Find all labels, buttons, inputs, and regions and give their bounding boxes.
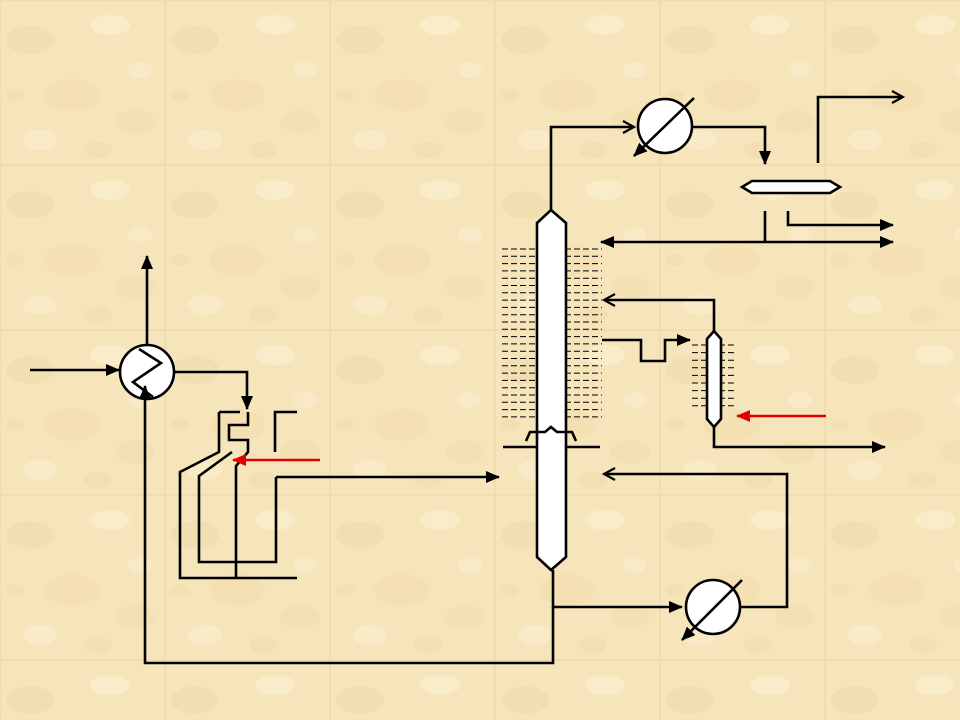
cooler-shell: [684, 578, 742, 636]
reflux-drum-icon: [739, 179, 843, 195]
side-stripper-icon: [705, 329, 723, 429]
cooler-coolant-arrow: [681, 579, 743, 641]
overhead-condenser-icon: [633, 97, 695, 157]
condenser-coolant-arrow: [633, 97, 695, 157]
column-chimney-tray: [524, 425, 578, 442]
condenser-to-drum-line: [693, 125, 771, 165]
furnace-right-wall: [273, 410, 297, 452]
distillation-column-icon: [535, 208, 568, 572]
pumparound-return-line: [604, 474, 789, 609]
column-overhead-vapor-line: [549, 127, 634, 210]
exchanger-to-furnace-line: [174, 370, 253, 410]
bottoms-recycle-line: [139, 385, 555, 665]
column-bottom-to-cooler-line: [551, 570, 683, 613]
stripper-bottom-product-line: [712, 427, 886, 453]
side-draw-seal-loop-line: [602, 334, 691, 363]
drum-vapor-outlet-line: [816, 97, 903, 163]
stripper-vapor-return-line: [604, 300, 716, 331]
furnace-inner-tube: [197, 450, 278, 564]
feed-heat-exchanger-icon: [118, 343, 176, 401]
drum-water-outlet-line: [786, 211, 894, 231]
furnace-outer-wall: [178, 412, 297, 580]
